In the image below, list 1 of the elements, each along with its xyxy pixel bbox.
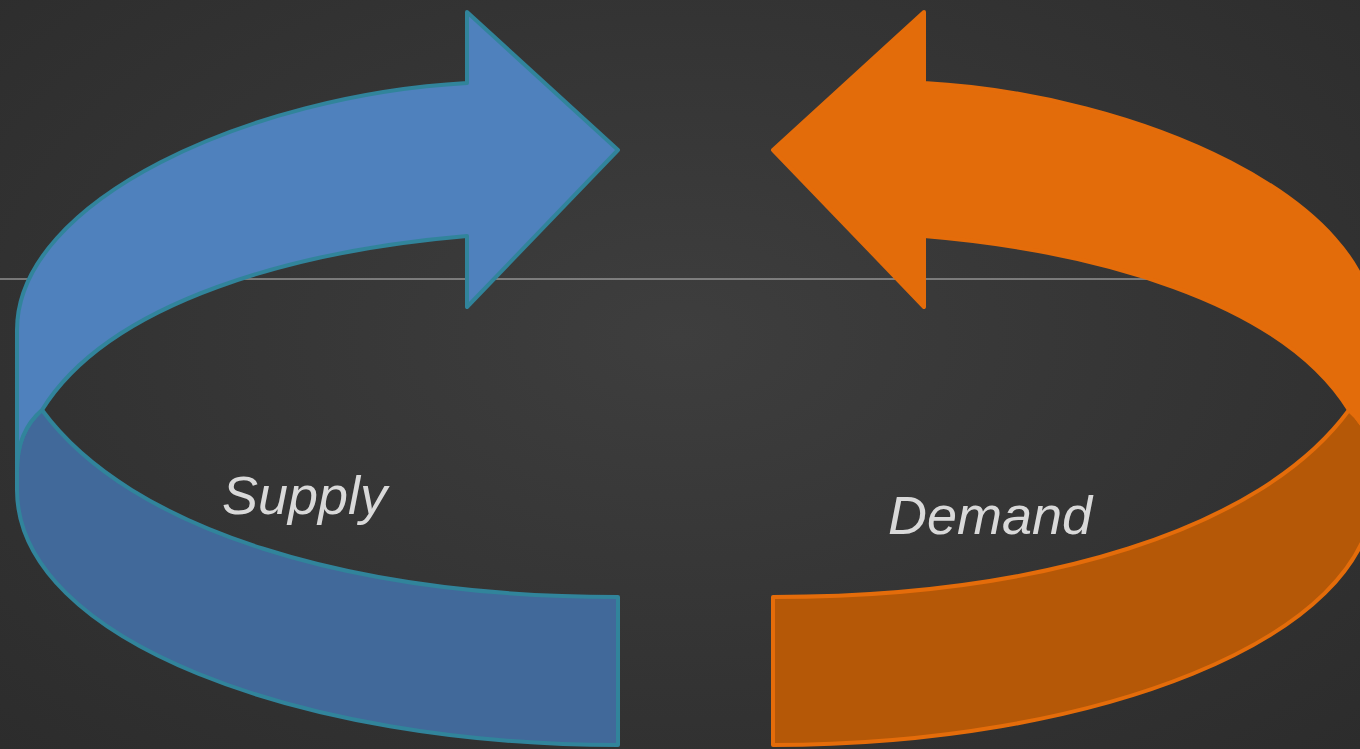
arrow-label: Demand	[888, 488, 1093, 542]
